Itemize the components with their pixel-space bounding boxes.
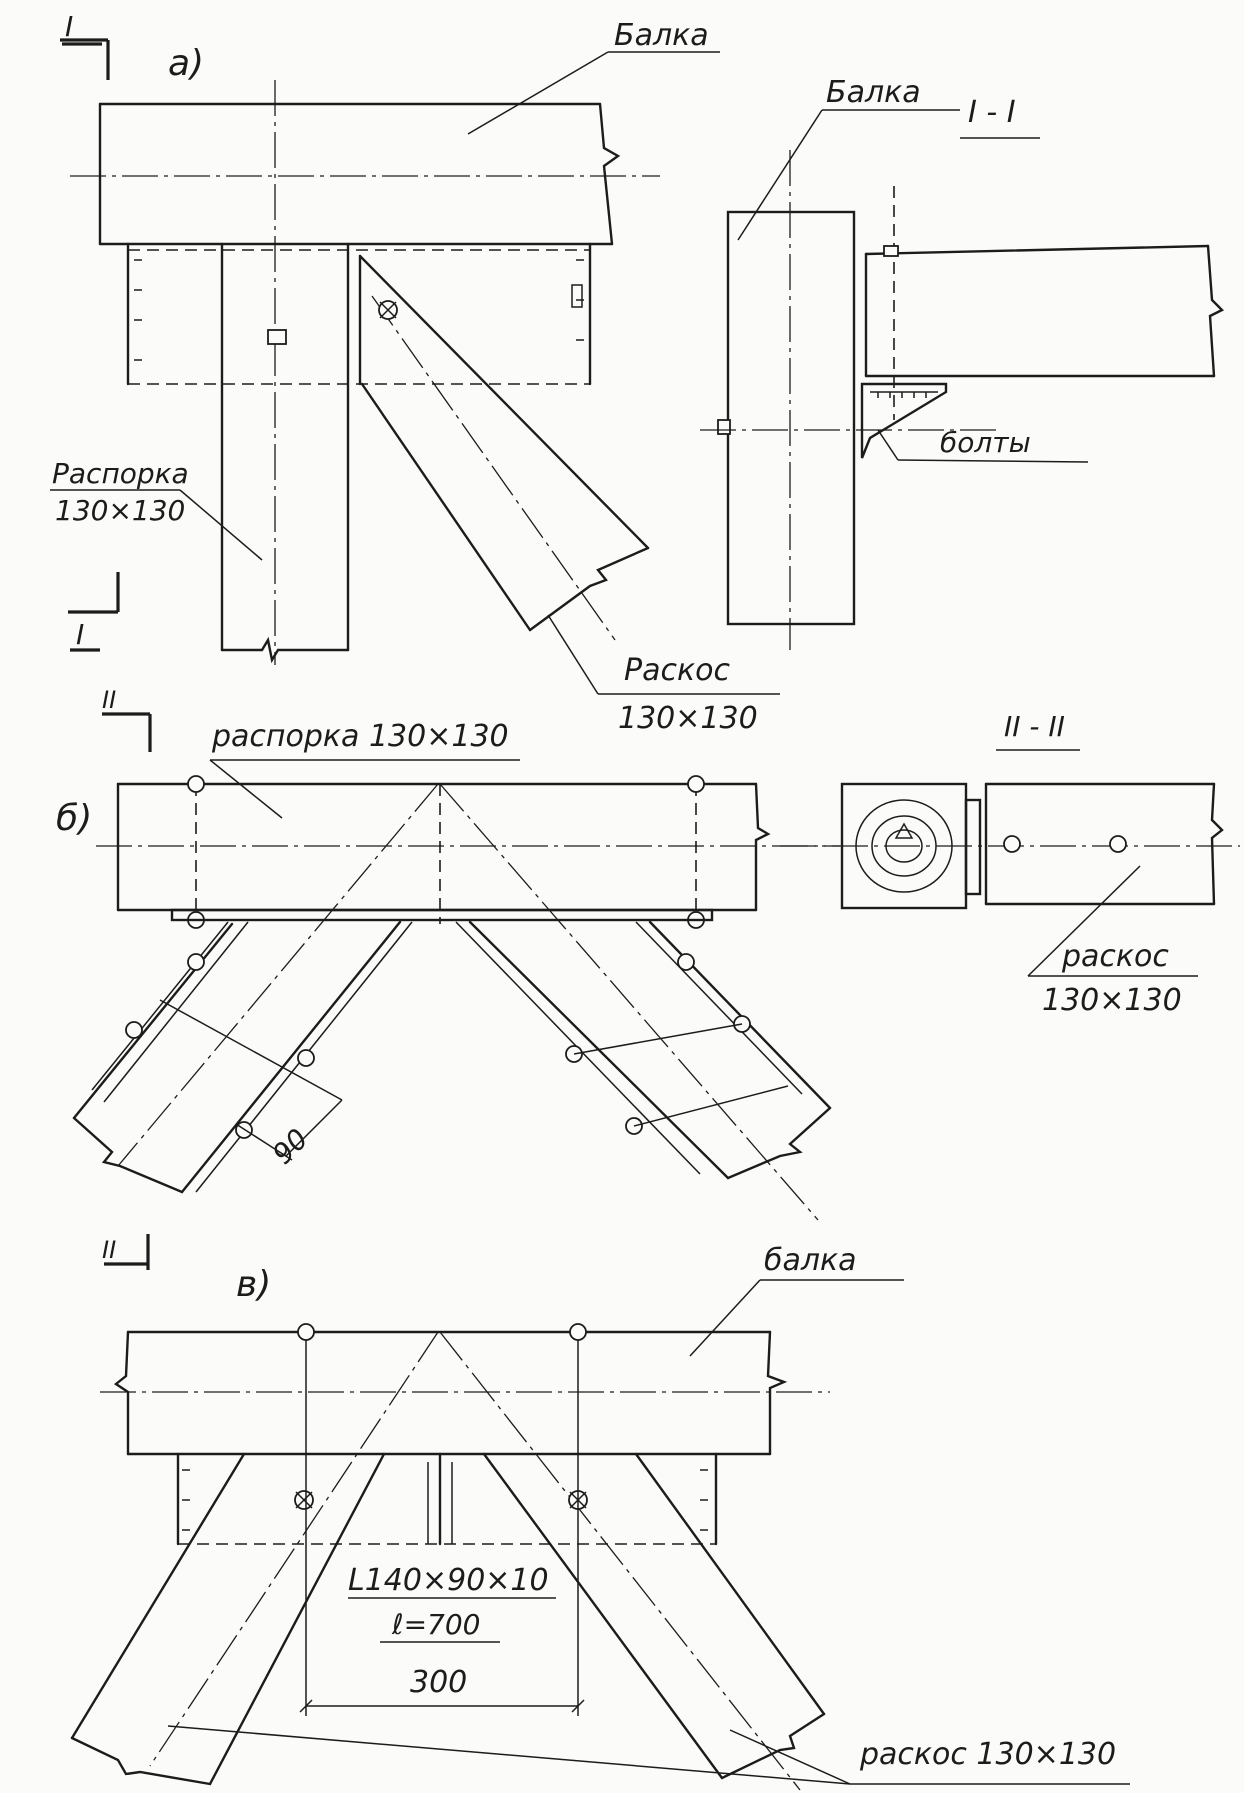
beam-c-leader [689,1279,761,1357]
brace-c-leader-left [167,1725,851,1785]
view-b: II б) распорка 130×130 [56,686,840,1221]
section-i-i-title: I - I [968,95,1016,130]
view-a: I a) Балка [50,10,780,736]
dimension-300 [299,1699,585,1713]
section-mark-ii-top: II [102,686,152,752]
section-ii-ii-title: II - II [1004,710,1065,743]
section-ii-ii: II - II раскос 130×130 [780,710,1240,1018]
strut-end-view [864,186,1225,420]
view-a-letter: a) [168,43,204,84]
strut-a-label: Распорка [52,457,189,490]
section-i-i: I - I Балка болты [700,75,1225,650]
brace-c-right [439,1331,826,1791]
beam-section-leader [737,109,823,241]
section-mark-i-top-label: I [65,10,73,43]
strut-b [96,775,840,929]
beam-a-label: Балка [614,18,709,53]
brace-a [358,254,650,641]
angle-profile-label: L140×90×10 [348,1563,549,1598]
brace-end-view [780,782,1240,906]
strut-a-size: 130×130 [55,494,185,527]
beam-section-label: Балка [826,75,921,110]
section-mark-ii-bottom-label: II [102,1236,116,1264]
angle-bracket [700,382,1000,459]
strut-a [220,80,350,665]
brace-a-leader [547,614,599,695]
brace-section-label: раскос [1061,939,1169,974]
dimension-300-label: 300 [410,1665,467,1700]
section-mark-i-bottom-label: I [76,618,84,651]
angle-plates-c [176,1452,718,1546]
dimension-90: 90 [266,1122,315,1171]
strut-b-leader [209,759,283,819]
brace-c-label: раскос 130×130 [859,1737,1116,1772]
view-c: II в) балка [70,1234,1130,1791]
view-b-letter: б) [56,798,92,839]
section-mark-ii-bottom: II [102,1234,150,1270]
brace-b-left [72,783,439,1194]
brace-section-size: 130×130 [1042,983,1182,1018]
brace-c-left [70,1331,439,1786]
beam-c [100,1323,830,1456]
beam-a [70,102,660,246]
brace-section-leader [1027,865,1141,977]
beam-c-label: балка [764,1243,857,1278]
beam-section [717,150,856,650]
view-c-letter: в) [236,1264,271,1305]
beam-a-leader [467,51,609,135]
section-mark-i-top: I [60,10,110,80]
bolts-leader [877,429,899,461]
strut-a-leader [179,489,263,561]
angle-length-label: ℓ=700 [391,1608,480,1641]
section-mark-i-bottom: I [68,572,120,652]
bolts-label: болты [940,426,1031,459]
brace-c-leader-right [729,1729,851,1785]
section-mark-ii-top-label: II [102,686,116,714]
brace-b-right [439,783,832,1221]
brace-a-label: Раскос [624,653,730,688]
strut-b-label: распорка 130×130 [211,719,509,754]
brace-a-size: 130×130 [618,701,758,736]
